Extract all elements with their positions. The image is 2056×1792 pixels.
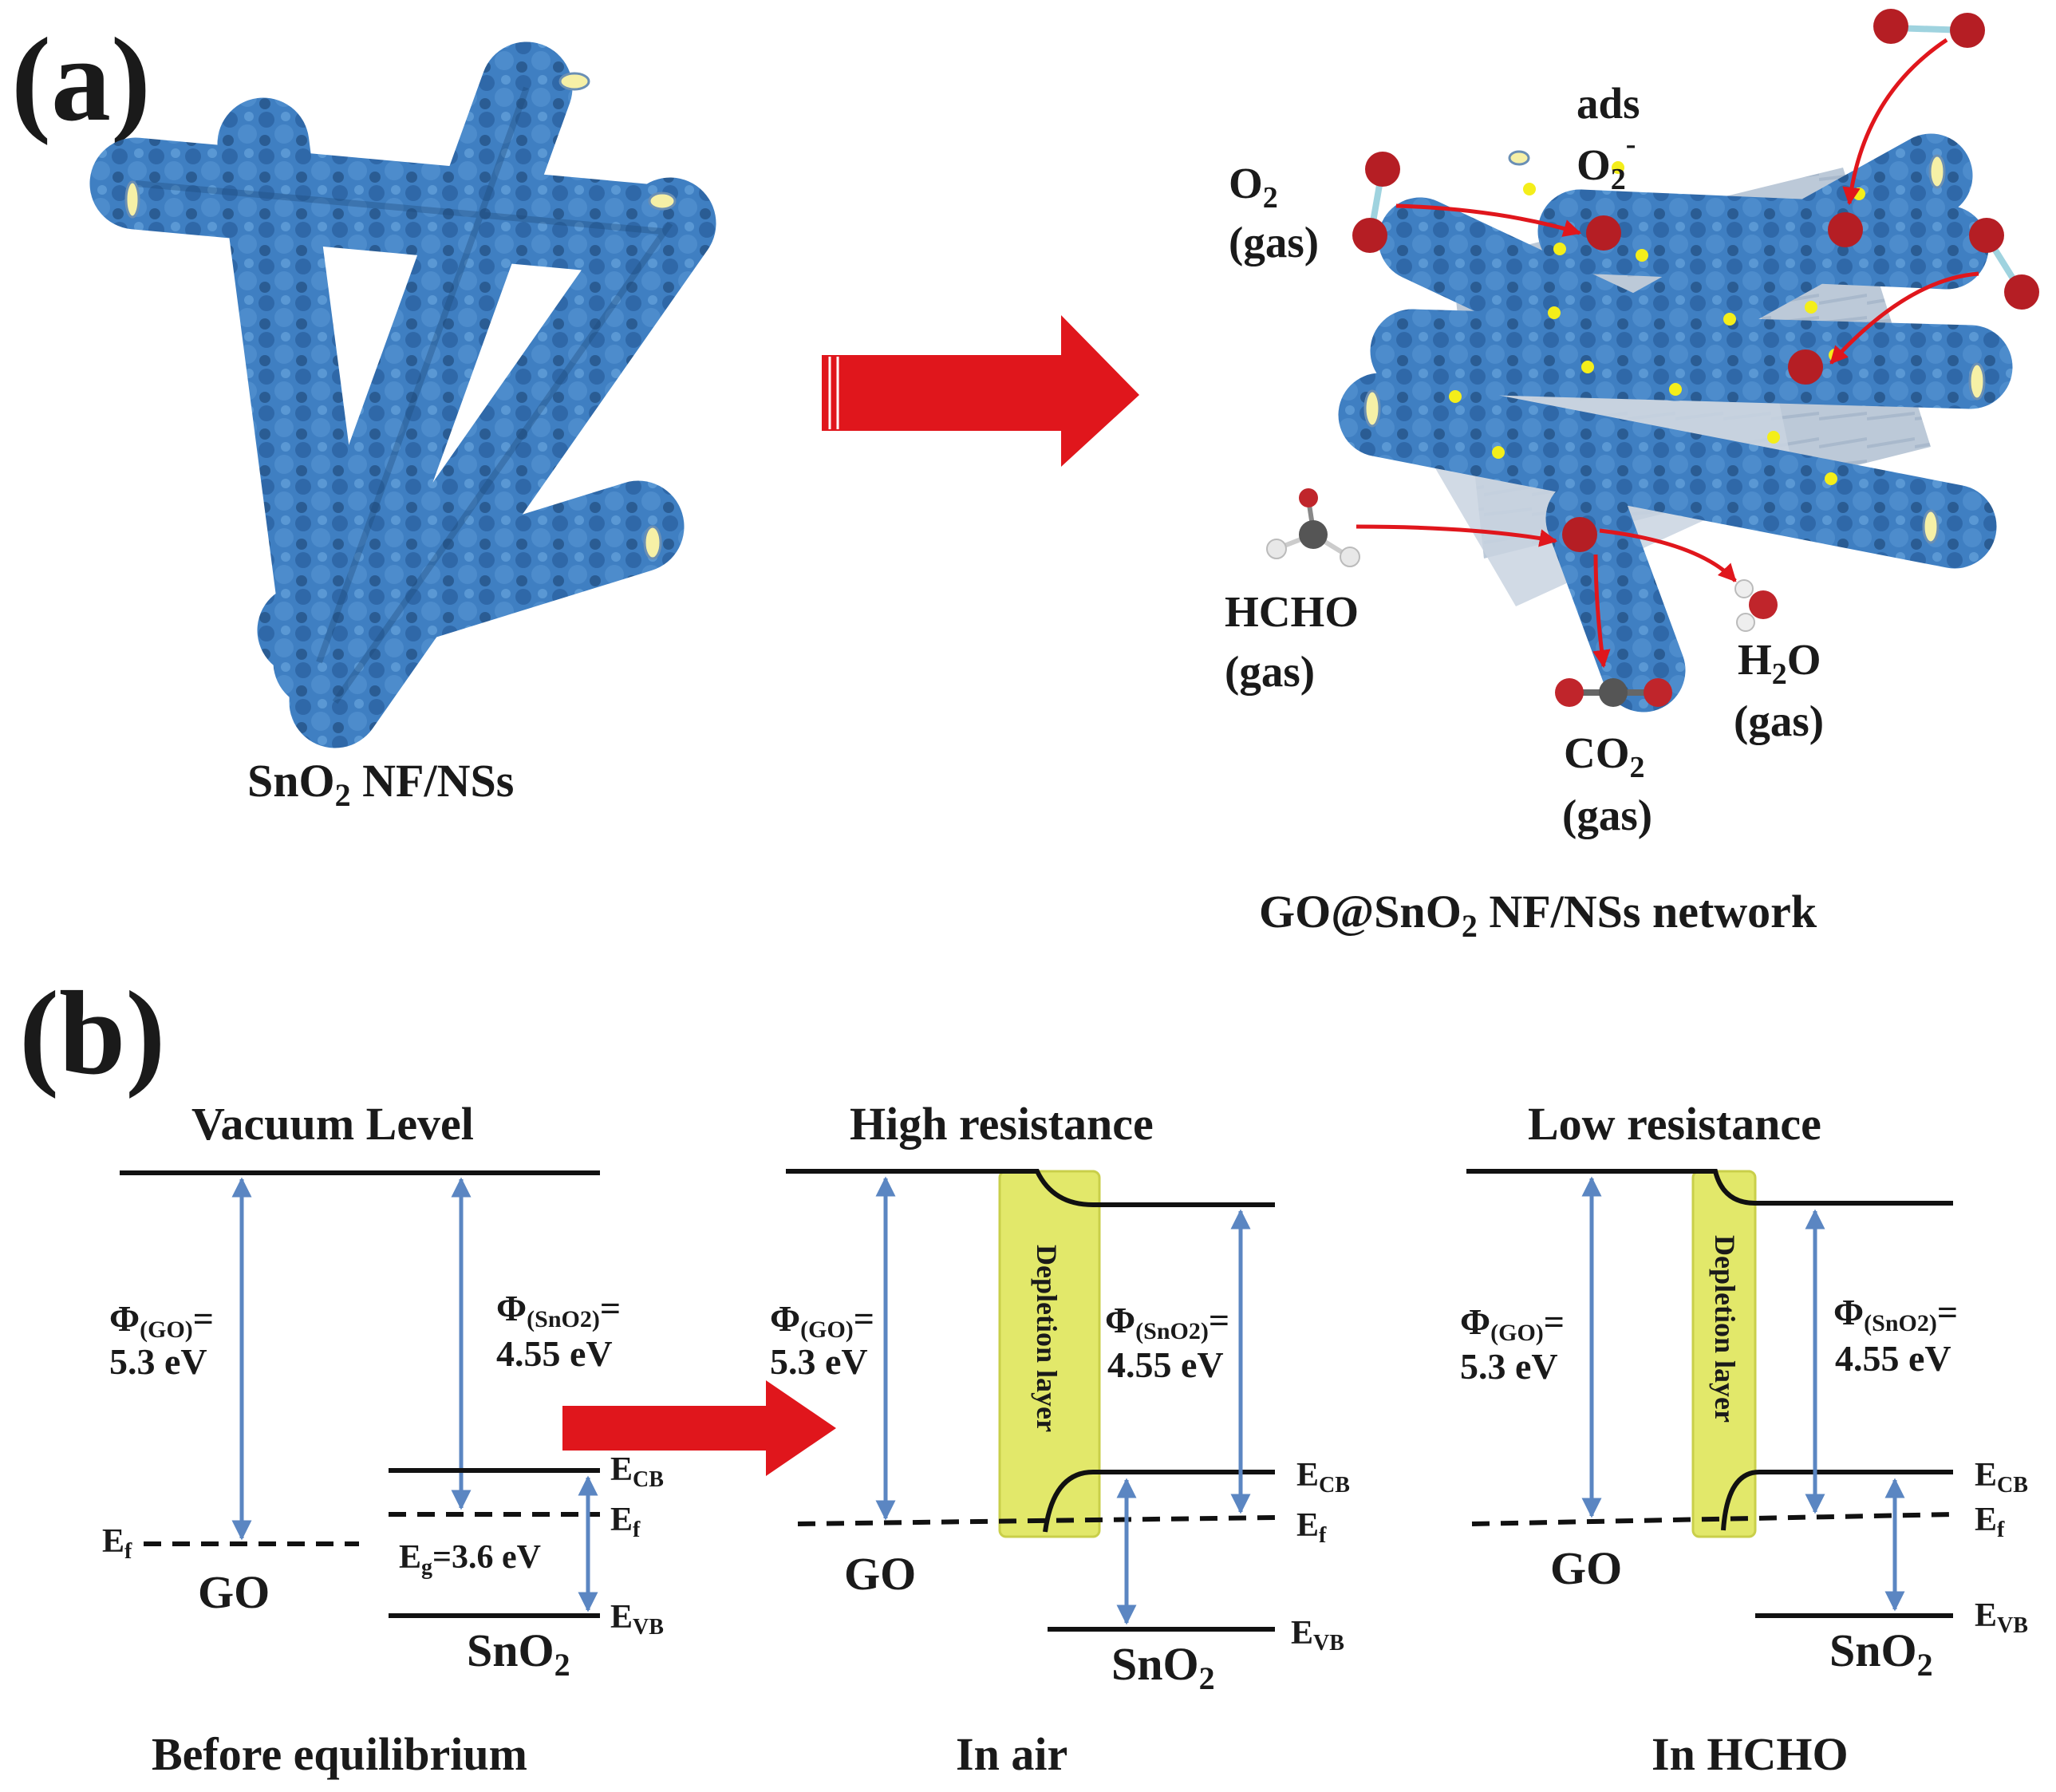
low-resistance-title: Low resistance	[1528, 1098, 1821, 1150]
evb-air: EVB	[1291, 1615, 1344, 1656]
sno2-label-air: SnO2	[1111, 1638, 1215, 1696]
panel-b-label: (b)	[19, 967, 165, 1099]
phi-go-air-value: 5.3 eV	[770, 1341, 868, 1382]
hcho-vacuum-level	[1466, 1169, 1953, 1206]
evb-before: EVB	[610, 1599, 664, 1640]
band-diagram-hcho: Low resistance Depletion layer Φ(GO)= 5.…	[1460, 1098, 2028, 1780]
ecb-before: ECB	[610, 1451, 664, 1492]
hcho-molecule	[1266, 488, 1360, 567]
go-label-before: GO	[198, 1566, 270, 1618]
phi-sno2-before-value: 4.55 eV	[496, 1333, 613, 1374]
ads-o2-label: O2-	[1577, 128, 1636, 196]
network-caption: GO@SnO2 NF/NSs network	[1259, 886, 1817, 944]
ef-air: Ef	[1296, 1507, 1327, 1548]
phi-sno2-before: Φ(SnO2)=	[496, 1288, 621, 1332]
phi-go-hcho: Φ(GO)=	[1460, 1301, 1565, 1346]
phi-go-hcho-value: 5.3 eV	[1460, 1346, 1558, 1387]
air-vacuum-level	[786, 1169, 1275, 1207]
phi-sno2-air-value: 4.55 eV	[1107, 1344, 1224, 1385]
before-equilibrium-caption: Before equilibrium	[152, 1728, 527, 1780]
ef-left-label: Ef	[102, 1523, 132, 1564]
ef-before: Ef	[610, 1502, 641, 1542]
go-sno2-network-illustration	[1338, 133, 2013, 712]
ecb-air: ECB	[1296, 1457, 1350, 1498]
hcho-label: HCHO	[1225, 587, 1359, 636]
adsorbed-oxygen-atoms	[1562, 212, 1863, 552]
co2-molecule	[1555, 678, 1672, 707]
h2o-molecule	[1734, 579, 1778, 632]
in-air-caption: In air	[956, 1728, 1067, 1780]
depletion-layer-air	[998, 1170, 1101, 1538]
ecb-hcho: ECB	[1975, 1457, 2028, 1498]
transform-arrow	[822, 315, 1139, 467]
phi-sno2-air: Φ(SnO2)=	[1105, 1300, 1229, 1344]
depletion-label-hcho: Depletion layer	[1709, 1235, 1741, 1423]
high-resistance-title: High resistance	[850, 1098, 1154, 1150]
o2-gas-label: O2	[1229, 159, 1278, 215]
o2-gas-molecule-right	[1969, 218, 2039, 310]
evb-hcho: EVB	[1975, 1597, 2028, 1638]
co2-label: CO2	[1564, 728, 1645, 784]
hcho-cb-line	[1721, 1470, 1953, 1531]
phi-go-before: Φ(GO)=	[109, 1298, 214, 1343]
go-label-hcho: GO	[1550, 1542, 1622, 1594]
depletion-layer-hcho	[1691, 1170, 1757, 1538]
phi-sno2-hcho: Φ(SnO2)=	[1833, 1292, 1958, 1336]
o2-gas-state: (gas)	[1229, 218, 1319, 266]
h2o-state: (gas)	[1734, 697, 1824, 745]
air-fermi-line	[797, 1515, 1276, 1526]
co2-state: (gas)	[1562, 791, 1652, 839]
hcho-fermi-line	[1471, 1512, 1954, 1526]
band-diagram-air: High resistance Depletion layer Φ(GO)= 5…	[770, 1098, 1350, 1780]
in-hcho-caption: In HCHO	[1652, 1728, 1849, 1780]
phi-go-before-value: 5.3 eV	[109, 1341, 207, 1382]
go-label-air: GO	[844, 1548, 916, 1600]
o2-gas-molecule-left	[1352, 152, 1400, 253]
air-cb-line	[1043, 1470, 1275, 1533]
depletion-label-air: Depletion layer	[1031, 1245, 1063, 1432]
sno2-nf-caption: SnO2 NF/NSs	[247, 755, 514, 813]
o2-gas-molecule-top	[1873, 9, 1985, 48]
h2o-label: H2O	[1738, 635, 1821, 691]
reaction-arrows	[1356, 37, 1979, 669]
ads-label: ads	[1577, 79, 1640, 128]
ef-hcho: Ef	[1975, 1502, 2005, 1542]
bandgap-label: Eg=3.6 eV	[399, 1539, 541, 1580]
sno2-label-before: SnO2	[467, 1624, 570, 1683]
phi-sno2-hcho-value: 4.55 eV	[1835, 1338, 1951, 1379]
equilibrium-arrow	[562, 1380, 836, 1476]
hcho-state: (gas)	[1225, 647, 1315, 696]
vacuum-level-title: Vacuum Level	[191, 1098, 474, 1150]
phi-go-air: Φ(GO)=	[770, 1298, 874, 1343]
sno2-label-hcho: SnO2	[1829, 1624, 1933, 1683]
band-diagram-before: Vacuum Level Φ(GO)= 5.3 eV Φ(SnO2)= 4.55…	[102, 1098, 664, 1780]
panel-a-label: (a)	[11, 14, 151, 146]
sno2-nanofiber-illustration	[89, 41, 716, 748]
